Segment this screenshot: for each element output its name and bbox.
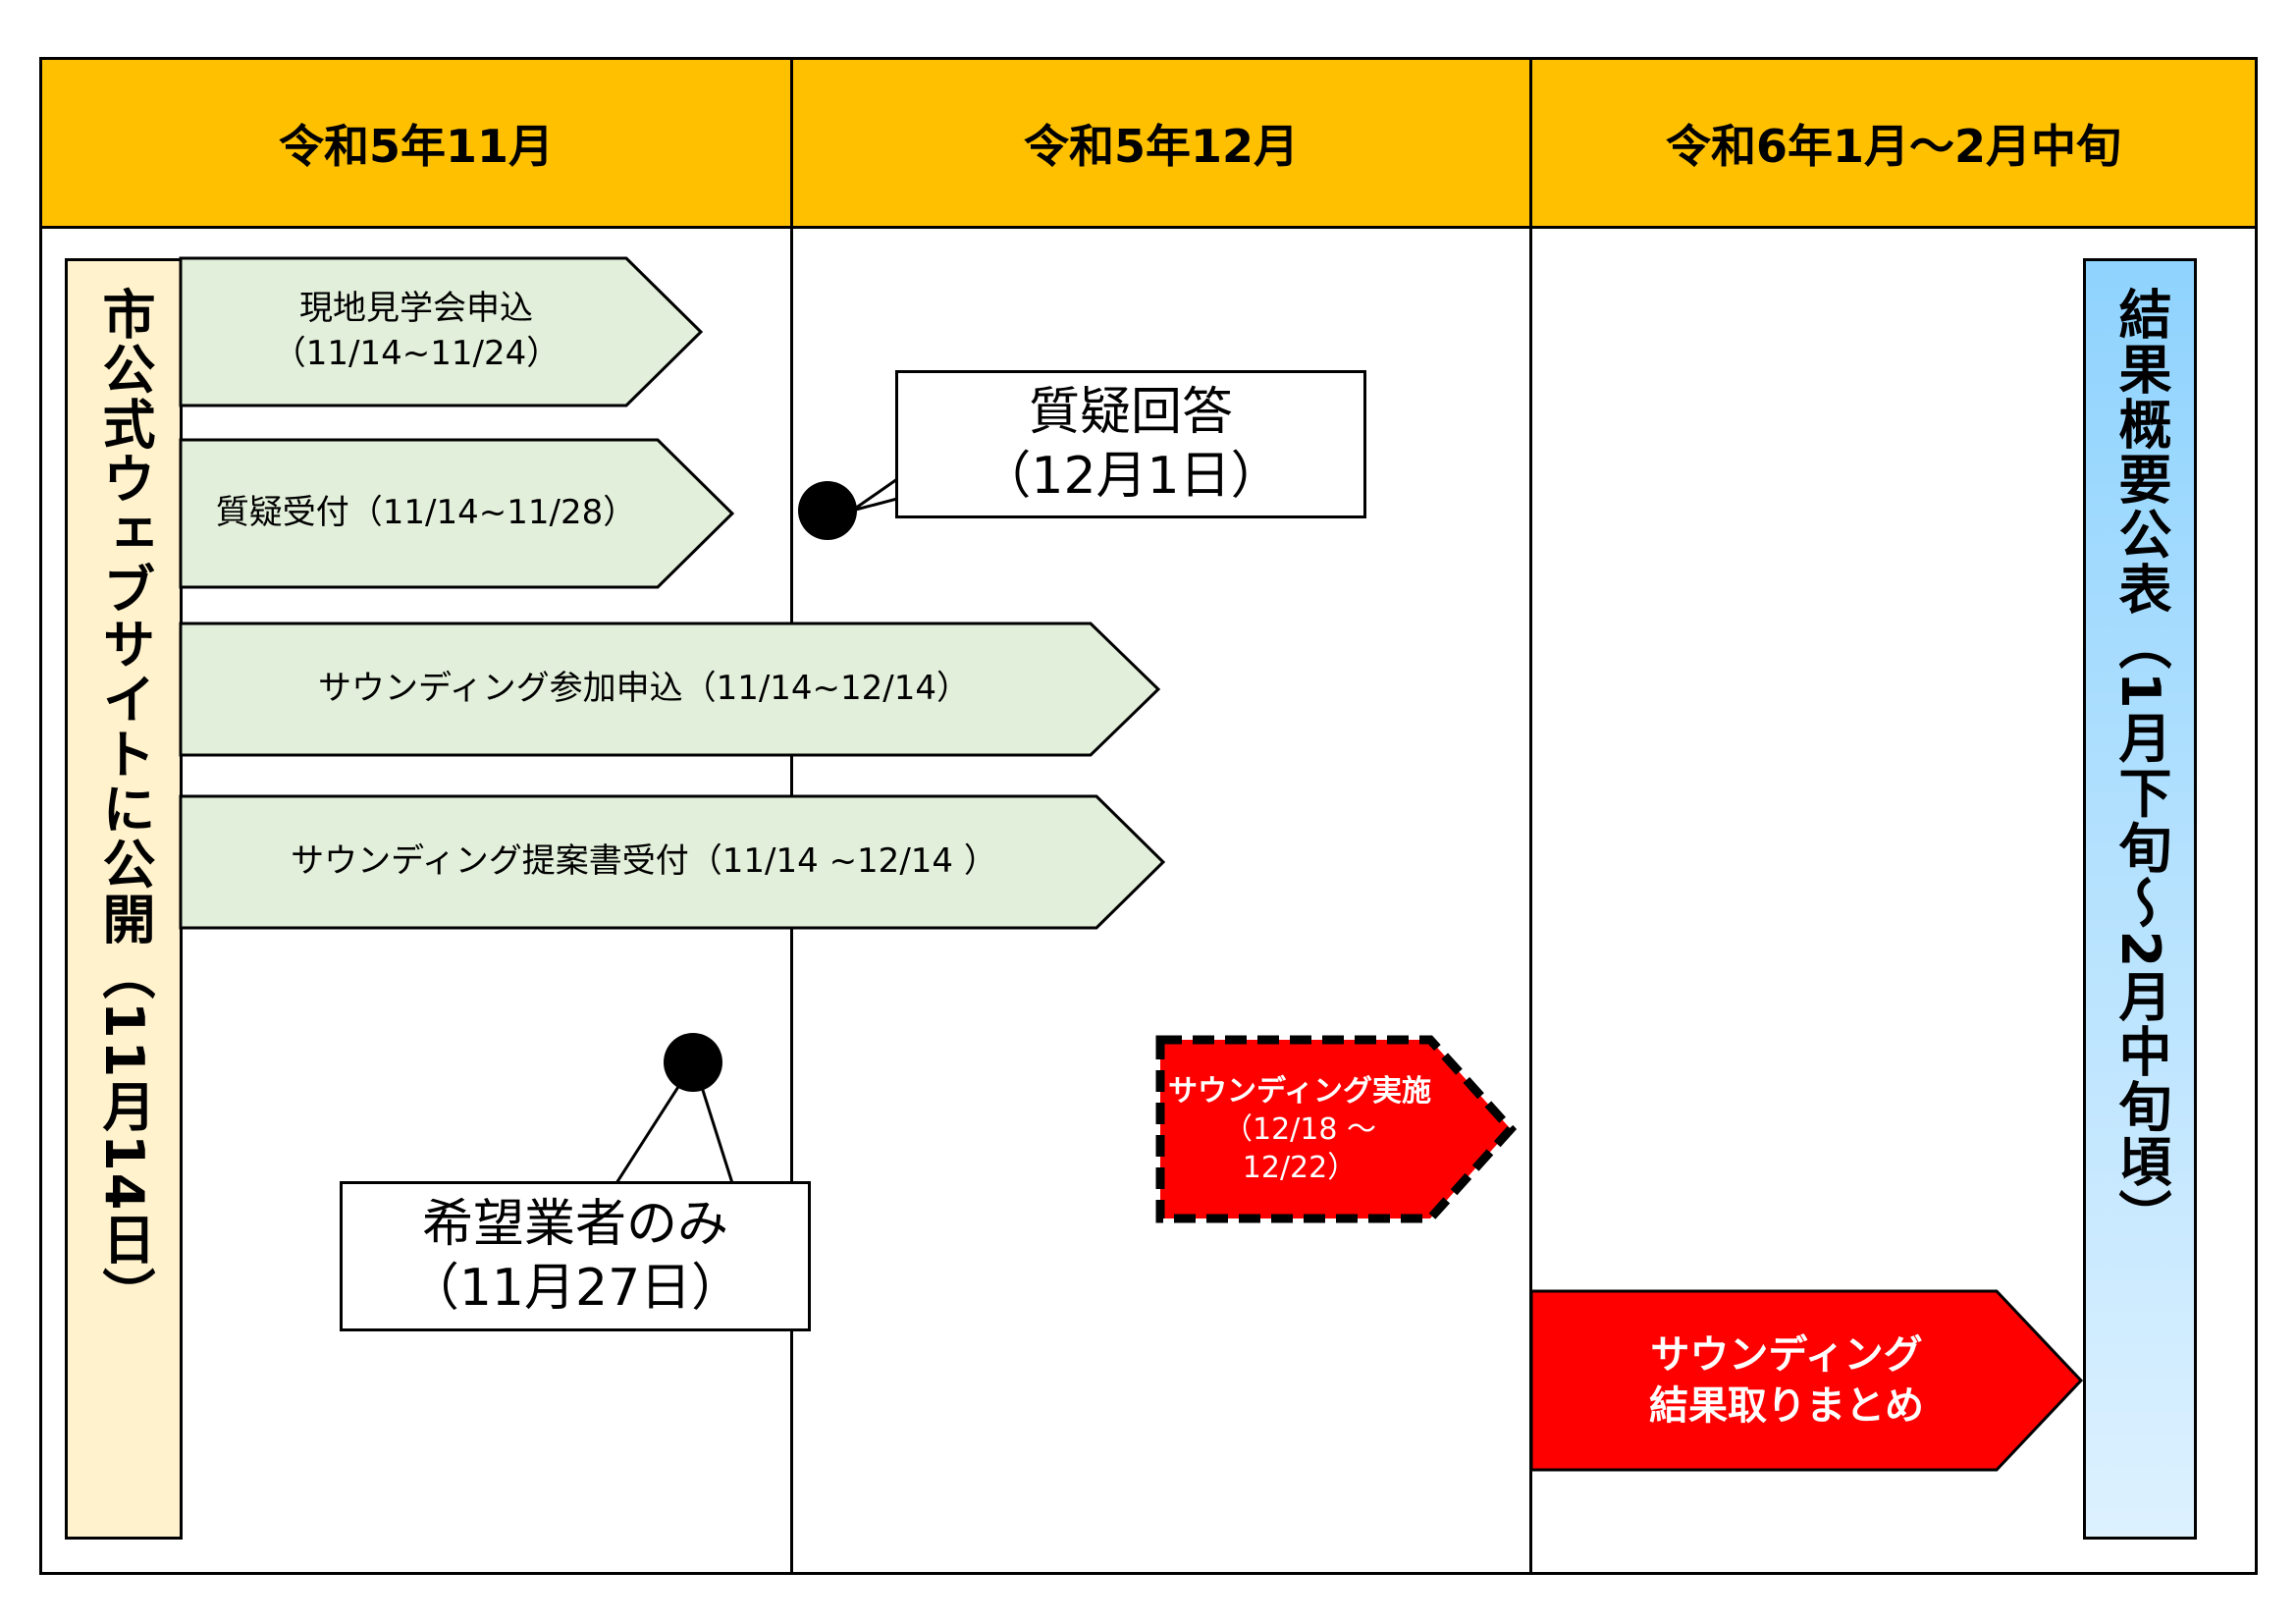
results-summary-line2: 結果取りまとめ <box>1649 1383 1924 1429</box>
header-january-february-label: 令和6年1月～2月中旬 <box>1665 119 2122 173</box>
results-summary-line1: サウンディング <box>1650 1332 1923 1378</box>
sounding-implementation-dates-end: 12/22） <box>1242 1150 1358 1185</box>
result-bar-label: 結果概要公表（1月下旬～2月中旬頃） <box>2109 287 2171 1245</box>
site-visit-arrow-label: 現地見学会申込 （11/14~11/24） <box>181 258 652 406</box>
site-visit-title: 現地見学会申込 <box>299 289 533 329</box>
participation-label: サウンディング参加申込（11/14~12/14） <box>317 669 971 709</box>
site-visit-dates: （11/14~11/24） <box>272 334 561 373</box>
header-december-label: 令和5年12月 <box>1023 119 1300 173</box>
header-january-february: 令和6年1月～2月中旬 <box>1529 57 2258 229</box>
proposal-arrow-label: サウンディング提案書受付（11/14 ~12/14 ） <box>181 796 1107 928</box>
site-visit-arrow <box>179 256 704 407</box>
question-intake-arrow <box>179 438 735 589</box>
site-visit-marker <box>664 1033 722 1092</box>
results-summary-arrow <box>1529 1289 2084 1472</box>
participation-arrow-label: サウンディング参加申込（11/14~12/14） <box>181 623 1107 755</box>
qa-answer-marker <box>798 481 857 540</box>
question-intake-arrow-label: 質疑受付（11/14~11/28） <box>181 440 671 587</box>
publish-bar: 市公式ウェブサイトに公開（11月14日） <box>65 258 183 1540</box>
sounding-implementation-dates: （12/18 ～ <box>1223 1111 1376 1147</box>
qa-answer-callout: 質疑回答 （12月1日） <box>895 370 1366 518</box>
publish-bar-label: 市公式ウェブサイトに公開（11月14日） <box>93 287 155 1323</box>
result-bar: 結果概要公表（1月下旬～2月中旬頃） <box>2083 258 2197 1540</box>
participation-arrow <box>179 622 1161 757</box>
site-visit-callout: 希望業者のみ （11月27日） <box>340 1181 811 1331</box>
header-november-label: 令和5年11月 <box>278 119 555 173</box>
qa-answer-date: （12月1日） <box>980 446 1282 506</box>
header-november: 令和5年11月 <box>39 57 793 229</box>
results-summary-label: サウンディング 結果取りまとめ <box>1531 1291 2042 1470</box>
site-visit-callout-date: （11月27日） <box>407 1258 743 1318</box>
sounding-implementation-arrow <box>1155 1035 1518 1223</box>
proposal-arrow <box>179 794 1166 930</box>
question-intake-label: 質疑受付（11/14~11/28） <box>215 493 637 533</box>
column-divider <box>1529 229 1532 1575</box>
sounding-implementation-title: サウンディング実施 <box>1168 1073 1431 1109</box>
qa-answer-title: 質疑回答 <box>1028 382 1233 442</box>
header-december: 令和5年12月 <box>790 57 1532 229</box>
proposal-label: サウンディング提案書受付（11/14 ~12/14 ） <box>291 841 997 882</box>
sounding-implementation-label: サウンディング実施 （12/18 ～ 12/22） <box>1157 1041 1442 1218</box>
site-visit-callout-title: 希望業者のみ <box>421 1194 728 1254</box>
